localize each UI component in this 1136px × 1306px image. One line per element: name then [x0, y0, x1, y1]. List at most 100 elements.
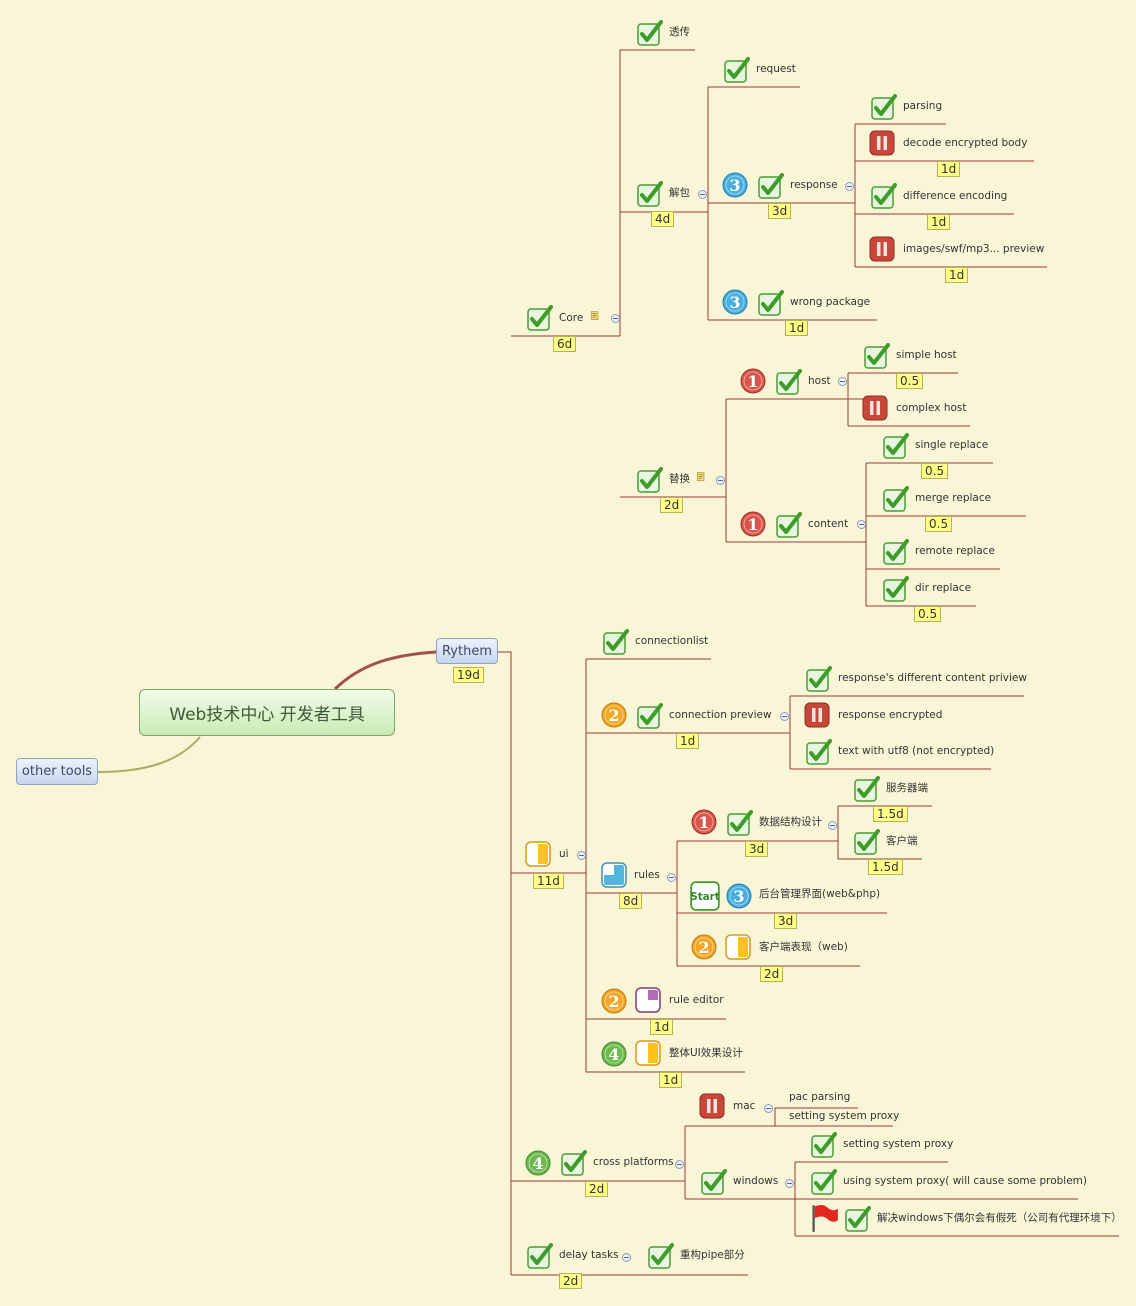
respenc-topic[interactable]: response encrypted [838, 709, 943, 721]
check-icon [871, 94, 897, 120]
wrong-duration: 1d [785, 320, 809, 336]
check-icon [637, 703, 663, 729]
tihuan-topic[interactable]: 替换 [669, 473, 690, 485]
task-progress-icon [525, 841, 551, 867]
single-topic[interactable]: single replace [915, 439, 989, 451]
complexhost-topic[interactable]: complex host [896, 402, 967, 414]
connlist-topic[interactable]: connectionlist [635, 635, 709, 647]
priority-2-icon: 2 [601, 702, 627, 728]
rythem-topic[interactable]: Rythem [436, 638, 498, 664]
check-icon [776, 512, 802, 538]
mac-collapse[interactable] [764, 1104, 773, 1113]
pause-icon [804, 702, 830, 728]
windows-topic[interactable]: windows [733, 1175, 779, 1187]
utf8-topic[interactable]: text with utf8 (not encrypted) [838, 745, 995, 757]
tihuan-collapse[interactable] [716, 476, 725, 485]
check-icon [527, 305, 553, 331]
check-icon [637, 467, 663, 493]
ui-topic[interactable]: ui [559, 848, 569, 860]
svg-text:3: 3 [729, 293, 740, 312]
response-collapse[interactable] [845, 182, 854, 191]
diffenc-duration: 1d [927, 214, 951, 230]
client-topic[interactable]: 客户端 [886, 835, 918, 847]
jiebao-topic[interactable]: 解包 [669, 187, 690, 199]
check-icon [727, 810, 753, 836]
note-icon [590, 311, 599, 320]
note-icon [696, 472, 705, 481]
core-duration: 6d [553, 336, 577, 352]
overallui-topic[interactable]: 整体UI效果设计 [669, 1047, 743, 1059]
respdiff-topic[interactable]: response's different content priview [838, 672, 1027, 684]
simplehost-topic[interactable]: simple host [896, 349, 957, 361]
flag-icon [812, 1204, 838, 1232]
branch-rythem [333, 650, 437, 691]
connector-line-47 [774, 1108, 893, 1127]
check-icon [701, 1169, 727, 1195]
usingproxy-topic[interactable]: using system proxy( will cause some prob… [843, 1175, 1087, 1187]
pac-topic[interactable]: pac parsing [789, 1091, 851, 1103]
request-topic[interactable]: request [756, 63, 796, 75]
check-icon [637, 181, 663, 207]
host-topic[interactable]: host [808, 375, 831, 387]
start-icon: Start [690, 881, 720, 911]
jiebao-collapse[interactable] [698, 190, 707, 199]
parsing-topic[interactable]: parsing [903, 100, 943, 112]
check-icon [811, 1169, 837, 1195]
dir-topic[interactable]: dir replace [915, 582, 972, 594]
priority-2-icon: 2 [691, 934, 717, 960]
merge-topic[interactable]: merge replace [915, 492, 992, 504]
rules-collapse[interactable] [667, 873, 676, 882]
datastruct-topic[interactable]: 数据结构设计 [759, 816, 822, 828]
host-collapse[interactable] [838, 377, 847, 386]
core-topic[interactable]: Core [559, 312, 584, 324]
touchuan-topic[interactable]: 透传 [669, 26, 690, 38]
datastruct-duration: 3d [745, 841, 769, 857]
task-progress-icon [635, 987, 661, 1013]
delay-topic[interactable]: delay tasks [559, 1249, 619, 1261]
ui-collapse[interactable] [577, 851, 586, 860]
setproxy-win-topic[interactable]: setting system proxy [843, 1138, 954, 1150]
priority-3-icon: 3 [722, 172, 748, 198]
server-topic[interactable]: 服务器端 [886, 782, 928, 794]
ui-duration: 11d [533, 873, 564, 889]
mac-topic[interactable]: mac [733, 1100, 756, 1112]
wrong-topic[interactable]: wrong package [790, 296, 871, 308]
content-topic[interactable]: content [808, 518, 849, 530]
cross-duration: 2d [585, 1181, 609, 1197]
backend-topic[interactable]: 后台管理界面(web&php) [759, 888, 881, 900]
priority-1-icon: 1 [740, 368, 766, 394]
delay-collapse[interactable] [622, 1253, 631, 1262]
ruleeditor-topic[interactable]: rule editor [669, 994, 724, 1006]
fixwin-topic[interactable]: 解决windows下偶尔会有假死（公司有代理环境下） [877, 1212, 1122, 1224]
overallui-duration: 1d [659, 1072, 683, 1088]
cross-collapse[interactable] [675, 1160, 684, 1169]
remote-topic[interactable]: remote replace [915, 545, 995, 557]
check-icon [854, 829, 880, 855]
pause-icon [869, 130, 895, 156]
svg-text:1: 1 [747, 372, 758, 391]
cross-topic[interactable]: cross platforms [593, 1156, 674, 1168]
core-collapse[interactable] [611, 314, 620, 323]
connprev-collapse[interactable] [780, 712, 789, 721]
decode-topic[interactable]: decode encrypted body [903, 137, 1028, 149]
datastruct-collapse[interactable] [828, 821, 837, 830]
priority-1-icon: 1 [740, 511, 766, 537]
response-topic[interactable]: response [790, 179, 838, 191]
check-icon [811, 1132, 837, 1158]
setproxy-mac-topic[interactable]: setting system proxy [789, 1110, 900, 1122]
central-topic[interactable]: Web技术中心 开发者工具 [139, 689, 395, 736]
refactor-topic[interactable]: 重构pipe部分 [680, 1249, 745, 1261]
windows-collapse[interactable] [785, 1179, 794, 1188]
diffenc-topic[interactable]: difference encoding [903, 190, 1008, 202]
connprev-topic[interactable]: connection preview [669, 709, 772, 721]
check-icon [845, 1206, 871, 1232]
priority-4-icon: 4 [601, 1041, 627, 1067]
images-topic[interactable]: images/swf/mp3... preview [903, 243, 1045, 255]
content-collapse[interactable] [857, 520, 866, 529]
server-duration: 1.5d [873, 806, 908, 822]
task-progress-icon [635, 1040, 661, 1066]
rules-topic[interactable]: rules [634, 869, 660, 881]
clientweb-topic[interactable]: 客户端表现（web) [759, 941, 848, 953]
other-tools-topic[interactable]: other tools [16, 758, 98, 785]
task-progress-icon [725, 934, 751, 960]
